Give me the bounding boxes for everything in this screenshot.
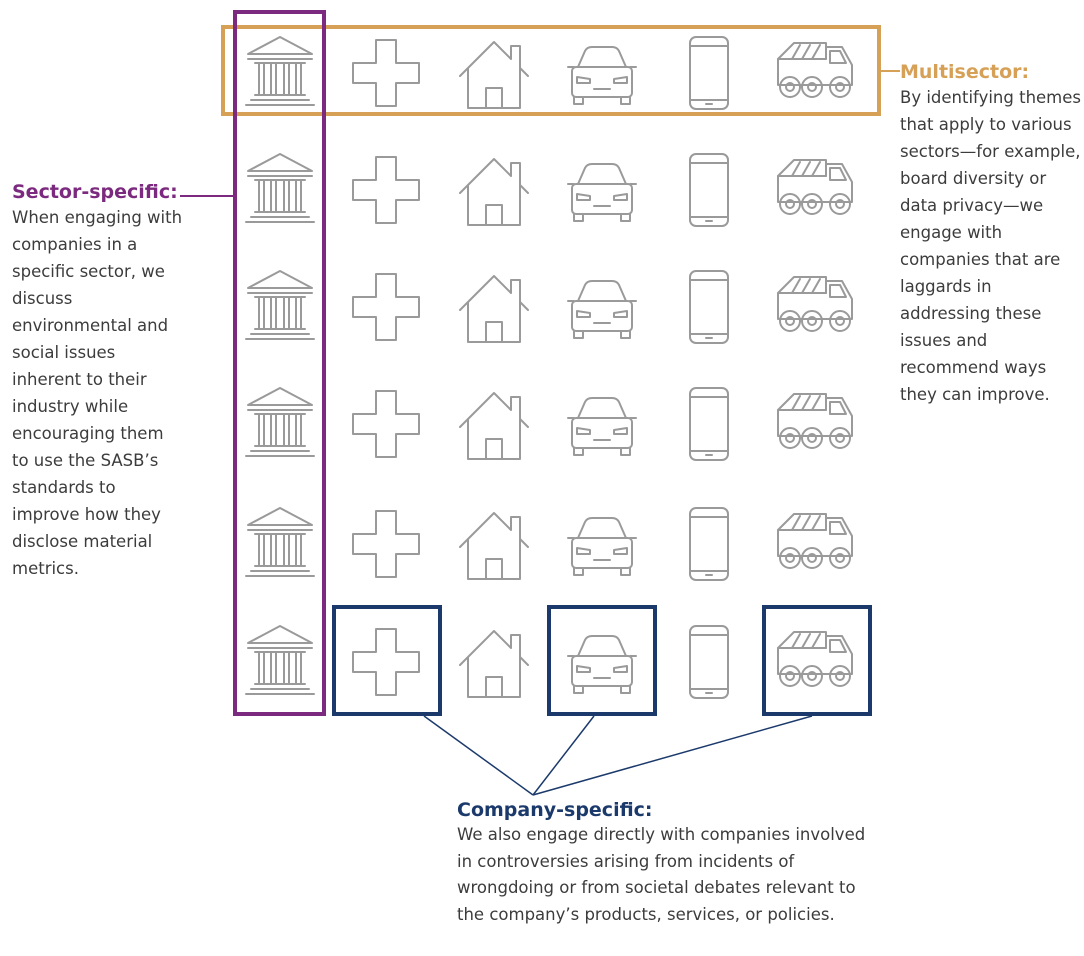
company-specific-leader-line-3: [532, 715, 813, 796]
house-icon: [459, 392, 529, 460]
house-icon: [459, 512, 529, 580]
smartphone-icon: [689, 387, 729, 461]
dump-truck-icon: [777, 393, 853, 449]
car-icon: [567, 635, 637, 694]
smartphone-icon: [689, 153, 729, 227]
house-icon: [459, 158, 529, 226]
house-icon: [459, 275, 529, 343]
car-icon: [567, 517, 637, 576]
smartphone-icon: [689, 36, 729, 110]
sector-specific-callout: Sector-specific: When engaging with comp…: [12, 180, 184, 582]
bank-icon: [245, 36, 315, 106]
company-specific-frame-3: [762, 605, 872, 716]
multisector-text: By identifying themes that apply to vari…: [900, 88, 1081, 404]
company-specific-title: Company-specific:: [457, 799, 653, 821]
dump-truck-icon: [777, 513, 853, 569]
smartphone-icon: [689, 507, 729, 581]
house-icon: [459, 41, 529, 109]
car-icon: [567, 397, 637, 456]
medical-cross-icon: [352, 156, 420, 224]
house-icon: [459, 630, 529, 698]
company-specific-leader-line-1: [423, 715, 534, 796]
medical-cross-icon: [352, 510, 420, 578]
bank-icon: [245, 387, 315, 457]
medical-cross-icon: [352, 390, 420, 458]
multisector-callout: Multisector: By identifying themes that …: [900, 60, 1084, 408]
bank-icon: [245, 270, 315, 340]
medical-cross-icon: [352, 628, 420, 696]
bank-icon: [245, 153, 315, 223]
car-icon: [567, 46, 637, 105]
smartphone-icon: [689, 625, 729, 699]
dump-truck-icon: [777, 159, 853, 215]
sector-specific-text: When engaging with companies in a specif…: [12, 208, 183, 578]
bank-icon: [245, 625, 315, 695]
bank-icon: [245, 507, 315, 577]
multisector-frame: [221, 25, 881, 116]
medical-cross-icon: [352, 39, 420, 107]
medical-cross-icon: [352, 273, 420, 341]
company-specific-frame-2: [547, 605, 657, 716]
dump-truck-icon: [777, 276, 853, 332]
company-specific-frame-1: [332, 605, 442, 716]
dump-truck-icon: [777, 631, 853, 687]
car-icon: [567, 280, 637, 339]
sector-specific-frame: [233, 10, 326, 716]
company-specific-callout: Company-specific: We also engage directl…: [457, 798, 877, 928]
company-specific-leader-line-2: [532, 715, 595, 796]
company-specific-text: We also engage directly with companies i…: [457, 825, 866, 924]
smartphone-icon: [689, 270, 729, 344]
sector-specific-title: Sector-specific:: [12, 181, 178, 203]
car-icon: [567, 163, 637, 222]
multisector-title: Multisector:: [900, 61, 1030, 83]
dump-truck-icon: [777, 42, 853, 98]
